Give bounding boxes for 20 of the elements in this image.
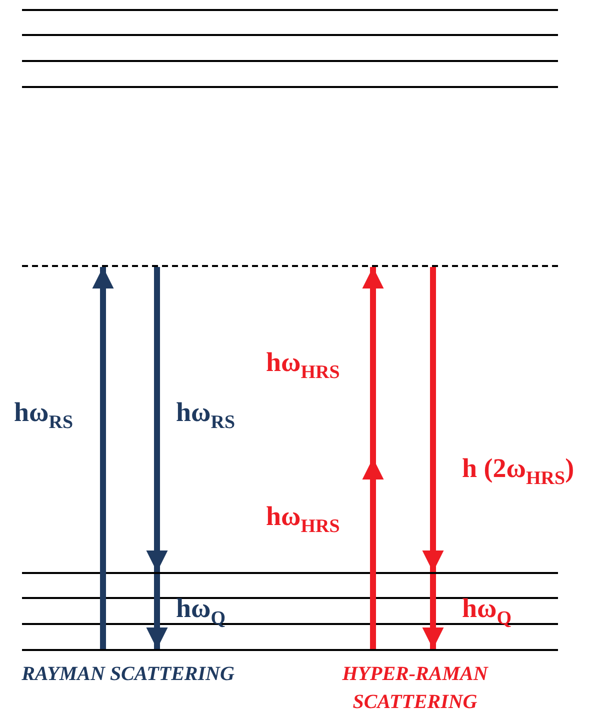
arrow xyxy=(146,574,168,649)
energy-level-line xyxy=(22,60,558,62)
energy-level-line xyxy=(22,34,558,36)
energy-level-line xyxy=(22,597,558,599)
arrow xyxy=(422,267,444,572)
energy-level-line xyxy=(22,9,558,11)
process-caption: HYPER-RAMAN SCATTERING xyxy=(341,662,490,715)
edge-label: hω$_{RS}$ xyxy=(14,396,74,435)
arrow xyxy=(92,267,114,649)
energy-level-line xyxy=(22,623,558,625)
energy-level-line xyxy=(22,649,558,651)
edge-label: h (2ω$_{HRS}$) xyxy=(462,452,574,491)
energy-level-line xyxy=(22,572,558,574)
arrow xyxy=(422,574,444,649)
edge-label: hω$_{HRS}$ xyxy=(266,500,340,539)
arrow xyxy=(146,267,168,572)
energy-level-line xyxy=(22,86,558,88)
edge-label: hω$_{HRS}$ xyxy=(266,346,340,385)
process-caption: RAYMAN SCATTERING xyxy=(20,662,236,687)
edge-label: hω$_{RS}$ xyxy=(176,396,236,435)
